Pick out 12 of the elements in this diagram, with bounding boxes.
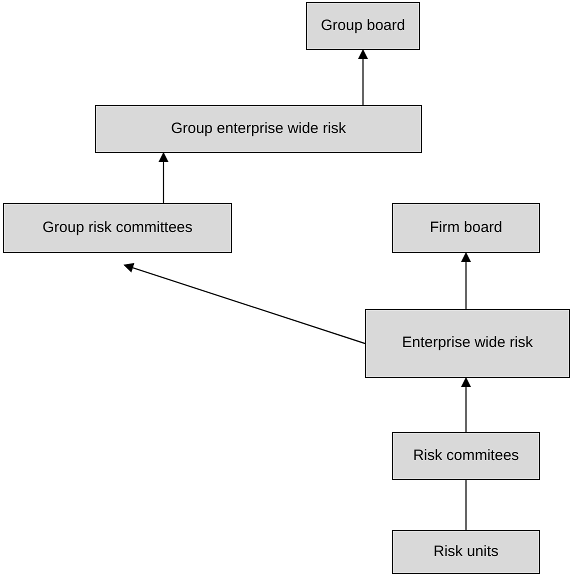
process-box: Firm board [392,203,540,253]
arrow [123,263,366,344]
arrow [461,252,471,309]
process-box: Enterprise wide risk [365,309,570,378]
process-box: Risk commitees [392,432,540,480]
process-box: Group enterprise wide risk [95,105,422,153]
process-box: Group risk committees [3,203,232,253]
process-box: Group board [306,2,420,50]
arrow [358,49,368,105]
process-box: Risk units [392,530,540,574]
arrow [461,377,471,432]
arrow [158,152,168,203]
